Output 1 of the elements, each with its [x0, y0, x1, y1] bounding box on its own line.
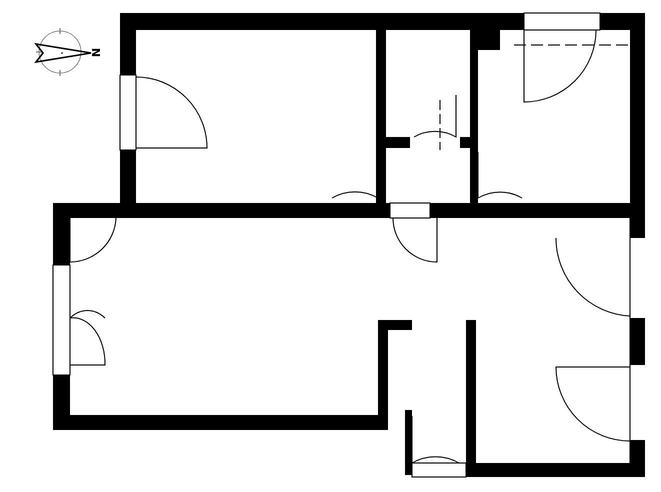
compass-label: N: [90, 48, 102, 58]
